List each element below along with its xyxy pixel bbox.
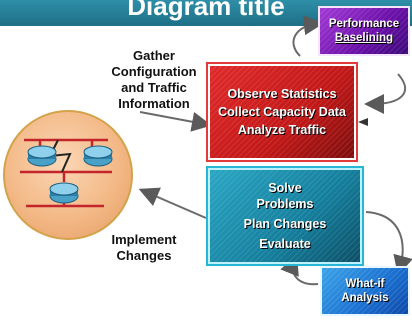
solve-problems-box: Solve Problems Plan Changes Evaluate	[206, 166, 364, 266]
network-circle	[3, 110, 133, 240]
solve-label: Solve	[268, 181, 302, 195]
analysis-label: Analysis	[341, 292, 389, 304]
what-if-label: What-if	[345, 278, 385, 290]
network-links	[20, 138, 112, 208]
what-if-analysis-box: What-if Analysis	[320, 266, 410, 316]
implement-line-1: Implement	[111, 232, 177, 247]
router-icon-bottom	[49, 182, 79, 204]
diagram-title: Diagram title	[127, 0, 285, 21]
baselining-label: Baselining	[334, 32, 394, 44]
from-whatif-arrow	[280, 254, 319, 286]
to-whatif-arrow	[365, 211, 412, 276]
performance-baselining-box: Performance Baselining	[318, 6, 410, 56]
problems-label: Problems	[256, 197, 314, 211]
router-icon-left	[27, 145, 57, 167]
implement-arrow	[138, 187, 207, 219]
gather-arrow	[139, 111, 212, 132]
gather-label: Gather Configuration and Traffic Informa…	[98, 48, 210, 112]
gather-line-4: Information	[118, 96, 190, 111]
collect-capacity-label: Collect Capacity Data	[218, 105, 346, 119]
to-performance-arrow	[292, 15, 324, 57]
gather-line-3: and Traffic	[121, 80, 187, 95]
flow-arrows	[138, 15, 412, 286]
from-performance-arrow	[364, 73, 407, 114]
red-box-entry-arrow	[358, 118, 368, 126]
observe-statistics-box: Observe Statistics Collect Capacity Data…	[206, 62, 358, 162]
gather-line-2: Configuration	[111, 64, 197, 79]
evaluate-label: Evaluate	[259, 237, 311, 251]
performance-label: Performance	[328, 18, 400, 30]
plan-changes-label: Plan Changes	[243, 217, 327, 231]
observe-statistics-label: Observe Statistics	[227, 87, 337, 101]
implement-label: Implement Changes	[94, 232, 194, 264]
gather-line-1: Gather	[133, 48, 175, 63]
implement-line-2: Changes	[116, 248, 172, 263]
analyze-traffic-label: Analyze Traffic	[237, 123, 327, 137]
router-icon-right	[83, 145, 113, 167]
